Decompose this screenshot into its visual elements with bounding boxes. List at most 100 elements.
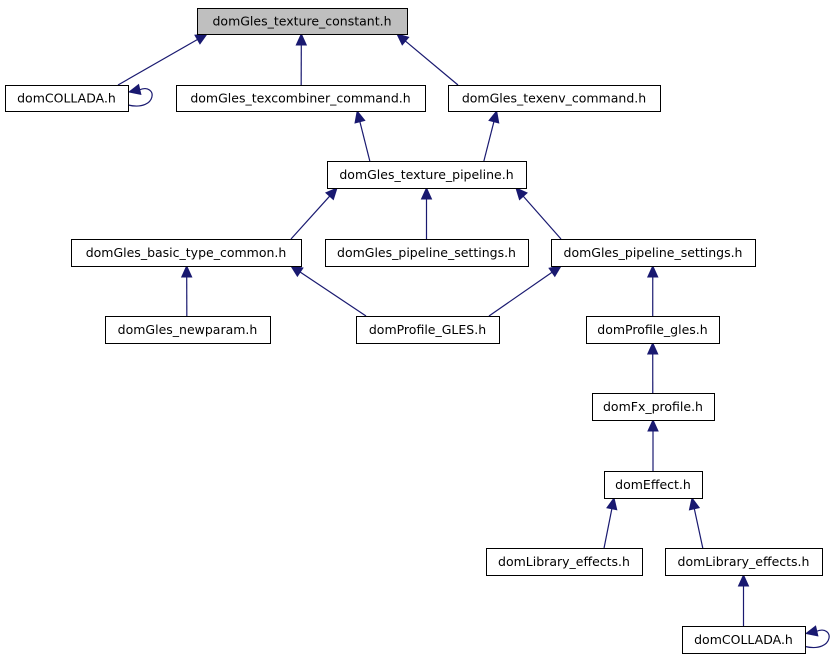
node-label: domCOLLADA.h — [694, 632, 793, 647]
node-box — [665, 548, 823, 576]
edge-line — [693, 507, 704, 549]
arrowhead-icon — [804, 625, 819, 637]
node-label: domProfile_GLES.h — [369, 322, 486, 337]
arrowhead-icon — [420, 186, 433, 200]
arrowhead-icon — [354, 109, 366, 124]
node-domgles-texcombiner-command-h[interactable]: domGles_texcombiner_command.h — [176, 85, 426, 112]
node-label: domGles_texture_pipeline.h — [339, 167, 513, 182]
node-label: domLibrary_effects.h — [498, 554, 630, 569]
edge-n12-to-n11 — [647, 418, 659, 471]
node-box — [486, 548, 643, 576]
node-domgles-basic-type-common-h[interactable]: domGles_basic_type_common.h — [71, 239, 302, 267]
edge-n6-to-n4 — [420, 186, 433, 239]
node-domeffect-h[interactable]: domEffect.h — [604, 471, 703, 499]
node-box — [356, 316, 500, 344]
edge-n14-to-n12 — [688, 496, 704, 549]
node-box — [682, 626, 806, 654]
edges — [117, 32, 830, 649]
edge-n2-to-n0 — [295, 32, 308, 86]
node-domprofile-gles-h[interactable]: domProfile_gles.h — [586, 316, 720, 344]
arrowhead-icon — [396, 33, 410, 46]
arrowhead-icon — [127, 83, 142, 96]
arrowhead-icon — [289, 265, 304, 278]
arrowhead-icon — [488, 109, 500, 124]
node-box — [105, 316, 271, 344]
arrowhead-icon — [647, 418, 659, 432]
arrowhead-icon — [325, 187, 338, 201]
arrowhead-icon — [646, 341, 659, 355]
edge-line — [127, 88, 153, 107]
edge-n9-to-n7 — [488, 265, 562, 317]
edge-n8-to-n5 — [180, 264, 193, 317]
node-box — [604, 471, 703, 499]
node-label: domGles_texcombiner_command.h — [190, 91, 410, 106]
arrowhead-icon — [737, 573, 750, 587]
node-label: domFx_profile.h — [603, 399, 703, 414]
edge-line — [488, 271, 554, 317]
node-box — [325, 239, 529, 267]
edge-n15-to-n15 — [804, 625, 830, 649]
edge-line — [522, 195, 562, 240]
node-box — [586, 316, 720, 344]
edge-n7-to-n4 — [515, 187, 562, 240]
edge-line — [359, 120, 371, 162]
node-domgles-texture-pipeline-h[interactable]: domGles_texture_pipeline.h — [327, 161, 527, 189]
node-label: domGles_newparam.h — [118, 322, 258, 337]
arrowhead-icon — [295, 32, 308, 46]
edge-n9-to-n5 — [289, 265, 367, 317]
edge-n15-to-n14 — [737, 573, 750, 626]
edge-line — [804, 629, 830, 649]
edge-n11-to-n10 — [646, 341, 659, 394]
edge-line — [603, 507, 613, 549]
edge-n4-to-n3 — [483, 109, 500, 162]
edge-line — [290, 195, 331, 240]
arrowhead-icon — [688, 496, 701, 511]
node-label: domGles_pipeline_settings.h — [337, 245, 516, 260]
node-box — [592, 393, 715, 421]
node-label: domLibrary_effects.h — [678, 554, 810, 569]
node-box — [448, 85, 661, 112]
arrowhead-icon — [194, 33, 209, 45]
edge-n3-to-n0 — [396, 33, 459, 86]
edge-n13-to-n12 — [603, 496, 618, 549]
arrowhead-icon — [606, 496, 618, 511]
node-domcollada-h[interactable]: domCOLLADA.h — [5, 85, 129, 112]
arrowhead-icon — [180, 264, 193, 278]
arrowhead-icon — [646, 264, 659, 278]
node-box — [71, 239, 302, 267]
node-domcollada-h[interactable]: domCOLLADA.h — [682, 626, 806, 654]
edge-line — [404, 39, 459, 86]
node-domgles-texenv-command-h[interactable]: domGles_texenv_command.h — [448, 85, 661, 112]
node-label: domGles_pipeline_settings.h — [564, 245, 743, 260]
node-box — [551, 239, 756, 267]
edge-line — [298, 271, 367, 317]
node-domlibrary-effects-h[interactable]: domLibrary_effects.h — [665, 548, 823, 576]
node-label: domGles_texture_constant.h — [212, 14, 391, 29]
node-domgles-texture-constant-h: domGles_texture_constant.h — [197, 8, 408, 35]
edge-n1-to-n0 — [117, 33, 209, 86]
node-label: domCOLLADA.h — [17, 91, 116, 106]
node-box — [176, 85, 426, 112]
edge-n1-to-n1 — [127, 83, 153, 107]
arrowhead-icon — [515, 187, 528, 201]
node-domgles-pipeline-settings-h[interactable]: domGles_pipeline_settings.h — [325, 239, 529, 267]
node-box — [197, 8, 408, 35]
node-domgles-newparam-h[interactable]: domGles_newparam.h — [105, 316, 271, 344]
edge-n5-to-n4 — [290, 187, 338, 240]
edge-line — [117, 38, 199, 86]
nodes: domGles_texture_constant.h domCOLLADA.h do… — [5, 8, 823, 654]
edge-line — [483, 120, 495, 162]
arrowhead-icon — [548, 265, 562, 278]
node-domlibrary-effects-h[interactable]: domLibrary_effects.h — [486, 548, 643, 576]
node-label: domGles_basic_type_common.h — [86, 245, 287, 260]
node-box — [5, 85, 129, 112]
node-domfx-profile-h[interactable]: domFx_profile.h — [592, 393, 715, 421]
edge-n10-to-n7 — [646, 264, 659, 317]
node-box — [327, 161, 527, 189]
node-label: domGles_texenv_command.h — [462, 91, 646, 106]
node-domprofile-gles-h[interactable]: domProfile_GLES.h — [356, 316, 500, 344]
edge-n4-to-n2 — [354, 109, 371, 162]
node-label: domProfile_gles.h — [597, 322, 707, 337]
node-domgles-pipeline-settings-h[interactable]: domGles_pipeline_settings.h — [551, 239, 756, 267]
